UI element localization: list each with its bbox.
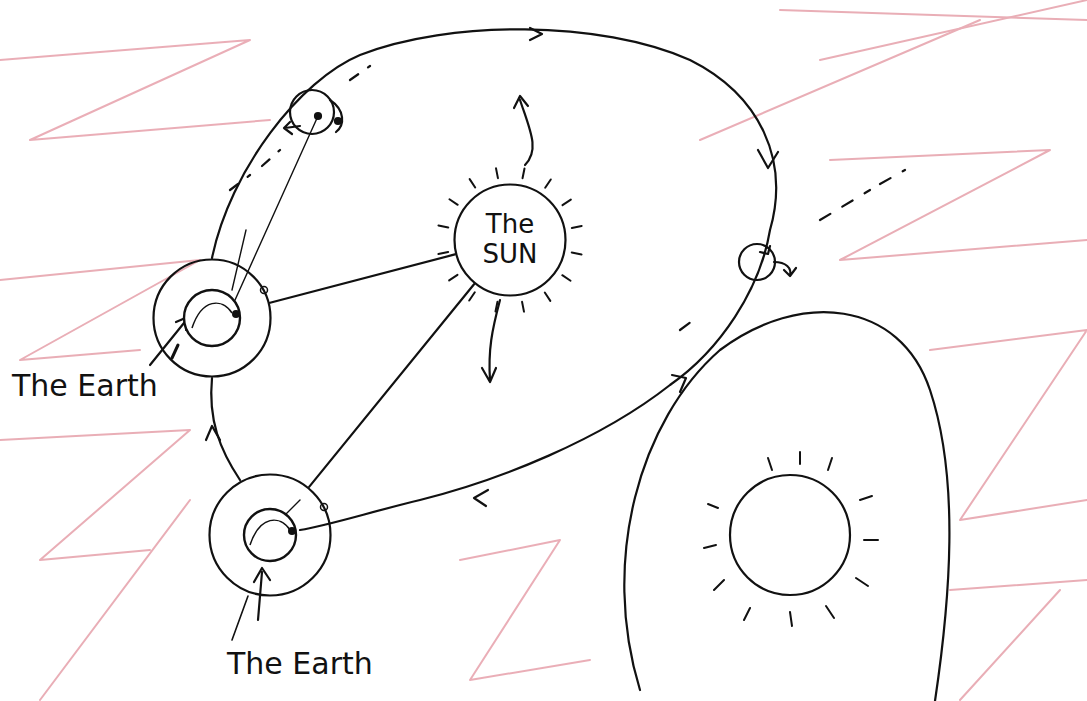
earth-circle: The Earth bbox=[152, 258, 272, 378]
outline bbox=[208, 473, 332, 597]
outline bbox=[152, 258, 272, 378]
earth-label: The Earth bbox=[225, 646, 375, 681]
sun-earth-line bbox=[270, 254, 455, 302]
sun-earth-line bbox=[309, 284, 474, 487]
earth-circle: The Earth bbox=[208, 473, 332, 597]
text-wrap: The SUN bbox=[453, 183, 567, 297]
sun-circle: The SUN bbox=[453, 183, 567, 297]
sun-label: The SUN bbox=[472, 210, 548, 270]
earth-label: The Earth bbox=[10, 368, 160, 403]
